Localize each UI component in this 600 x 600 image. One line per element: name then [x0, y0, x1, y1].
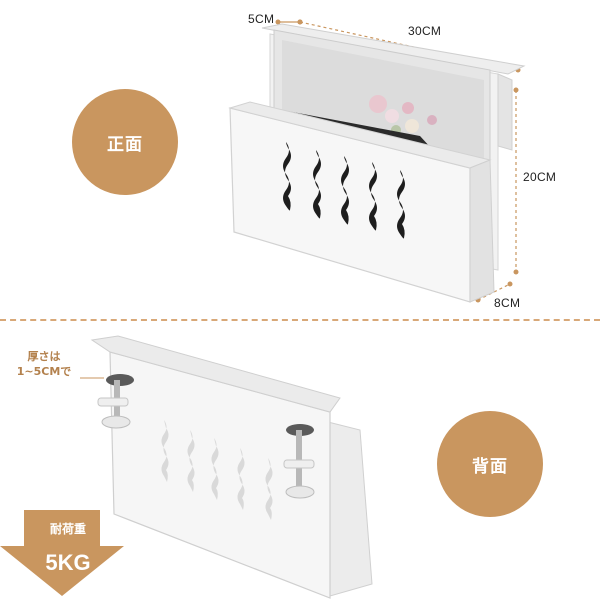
height-label: 20CM — [523, 170, 557, 184]
front-badge-label: 正面 — [107, 134, 143, 155]
depth-top-label: 5CM — [248, 12, 275, 26]
thickness-line-1: 厚さは — [27, 350, 61, 363]
section-divider — [0, 319, 600, 321]
front-view-illustration — [228, 19, 526, 303]
clamp-right — [283, 424, 315, 499]
front-badge: 正面 — [72, 89, 178, 195]
back-slots — [161, 420, 273, 520]
load-value: 5KG — [45, 550, 91, 575]
clamp-left — [97, 374, 134, 429]
load-label: 耐荷重 — [49, 522, 86, 536]
load-capacity: 耐荷重 5KG — [12, 508, 124, 596]
back-badge-label: 背面 — [472, 456, 508, 477]
back-badge: 背面 — [437, 411, 543, 517]
thickness-label: 厚さは 1~5CMで — [4, 349, 84, 379]
width-label: 30CM — [408, 24, 442, 38]
front-slots — [283, 142, 405, 239]
depth-bottom-label: 8CM — [494, 296, 521, 310]
thickness-line-2: 1~5CMで — [16, 365, 72, 378]
